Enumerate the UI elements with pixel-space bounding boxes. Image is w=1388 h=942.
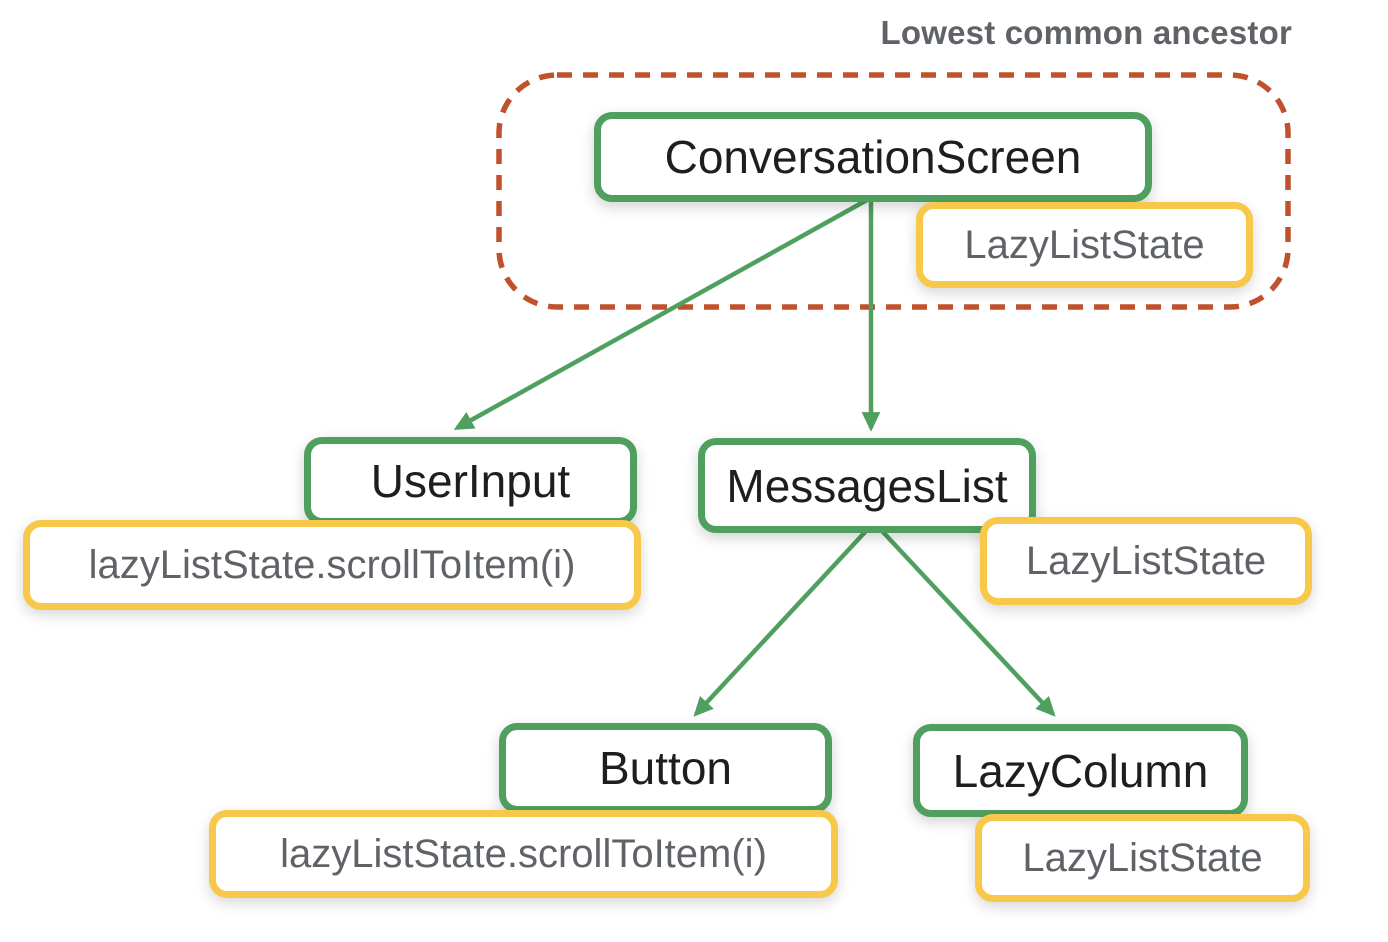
edge-conversationscreen-userinput xyxy=(453,198,869,430)
state-conversationscreen-lazyliststate: LazyListState xyxy=(916,202,1253,288)
node-conversationscreen: ConversationScreen xyxy=(594,112,1152,202)
lca-dashed-boundary xyxy=(496,72,1291,310)
state-button-label: lazyListState.scrollToItem(i) xyxy=(280,831,767,876)
state-userinput-label: lazyListState.scrollToItem(i) xyxy=(88,542,576,587)
node-lazycolumn-label: LazyColumn xyxy=(952,744,1209,797)
state-conversationscreen-label: LazyListState xyxy=(964,222,1205,267)
node-messageslist: MessagesList xyxy=(698,438,1036,533)
edge-messageslist-button xyxy=(693,529,868,717)
node-messageslist-label: MessagesList xyxy=(726,459,1008,512)
lca-title: Lowest common ancestor xyxy=(880,14,1292,51)
node-button-label: Button xyxy=(599,742,732,794)
state-lazycolumn-label: LazyListState xyxy=(1022,835,1263,880)
state-userinput-scrolltoitem: lazyListState.scrollToItem(i) xyxy=(23,520,641,610)
node-button: Button xyxy=(499,723,832,813)
state-messageslist-lazyliststate: LazyListState xyxy=(980,517,1312,605)
node-userinput: UserInput xyxy=(304,437,637,525)
edge-messageslist-lazycolumn xyxy=(880,529,1056,717)
node-lazycolumn: LazyColumn xyxy=(913,724,1248,817)
state-button-scrolltoitem: lazyListState.scrollToItem(i) xyxy=(209,810,838,898)
node-userinput-label: UserInput xyxy=(370,455,571,507)
state-lazycolumn-lazyliststate: LazyListState xyxy=(975,814,1310,902)
node-conversationscreen-label: ConversationScreen xyxy=(664,131,1082,183)
state-messageslist-label: LazyListState xyxy=(1025,538,1267,583)
